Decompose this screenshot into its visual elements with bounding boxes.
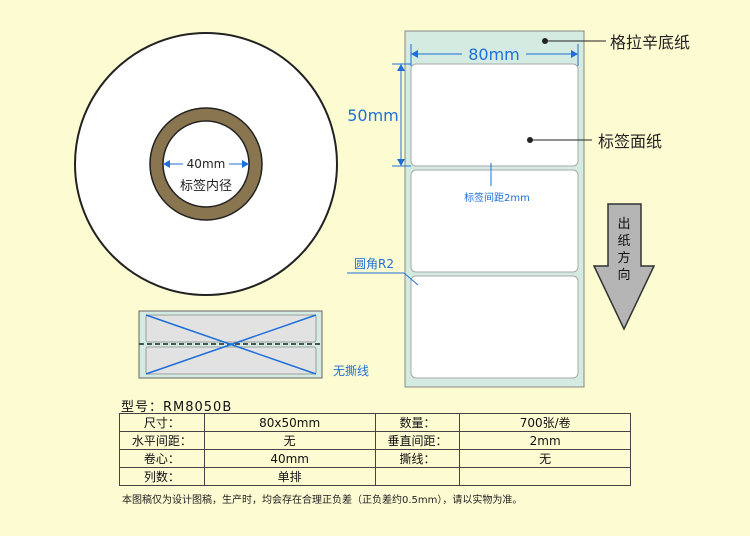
- spec-key: 尺寸：: [119, 413, 205, 432]
- table-row: 尺寸： 80x50mm 数量： 700张/卷: [119, 413, 631, 432]
- paper-direction-arrow: 出 纸 方 向: [592, 203, 656, 331]
- width-label-bg: [462, 44, 526, 63]
- direction-char-4: 向: [617, 267, 630, 283]
- spec-value: 700张/卷: [459, 413, 631, 432]
- height-arrow-bottom: [397, 159, 405, 166]
- width-text: 80mm: [468, 45, 520, 64]
- core-label-bg: [183, 157, 229, 171]
- sample-label-top: [145, 314, 317, 343]
- label-strip: 80mm 50mm 标签间距2mm 圆角R2 格拉辛底纸 标签面纸: [347, 30, 690, 388]
- spec-key: 撕线：: [374, 449, 461, 468]
- spec-key: 列数：: [119, 467, 205, 486]
- label-gap-text: 标签间距2mm: [464, 191, 530, 204]
- spec-key: 数量：: [374, 413, 461, 432]
- core-size-text: 40mm: [187, 157, 226, 171]
- label-3: [410, 275, 579, 379]
- no-tear-line-sample: 无撕线: [138, 310, 369, 379]
- table-row: 卷心： 40mm 撕线： 无: [119, 449, 631, 468]
- spec-value: 无: [203, 431, 376, 450]
- spec-value: 2mm: [459, 431, 631, 450]
- spec-key: 卷心：: [119, 449, 205, 468]
- model-number: 型号：RM8050B: [121, 400, 233, 415]
- spec-value: 80x50mm: [203, 413, 376, 432]
- label-roll: 40mm 标签内径: [74, 32, 338, 296]
- label-1: [410, 63, 579, 167]
- core-arrow-left: [163, 160, 170, 168]
- height-arrow-top: [397, 64, 405, 71]
- spec-value: 单排: [203, 467, 376, 486]
- spec-key: 水平间距：: [119, 431, 205, 450]
- label-face-text: 标签面纸: [598, 132, 662, 151]
- width-arrow-left: [411, 50, 418, 58]
- core-caption-text: 标签内径: [180, 178, 232, 194]
- backing-paper-text: 格拉辛底纸: [610, 33, 690, 52]
- direction-char-2: 纸: [617, 234, 630, 249]
- direction-arrow-shape: [592, 203, 656, 331]
- spec-table: 尺寸： 80x50mm 数量： 700张/卷 水平间距： 无 垂直间距： 2mm…: [119, 413, 631, 486]
- corner-radius-text: 圆角R2: [354, 257, 394, 271]
- corner-leader-d: [403, 272, 419, 286]
- sample-label-bottom: [145, 346, 317, 375]
- table-row: 水平间距： 无 垂直间距： 2mm: [119, 431, 631, 450]
- direction-char-3: 方: [617, 250, 630, 266]
- height-text: 50mm: [347, 106, 399, 125]
- label-2: [410, 169, 579, 273]
- cross-line-b: [145, 314, 317, 375]
- spec-key: 垂直间距：: [374, 431, 461, 450]
- width-arrow-right: [571, 50, 578, 58]
- spec-value: 40mm: [203, 449, 376, 468]
- spec-key: [374, 467, 461, 486]
- disclaimer-note: 本图稿仅为设计图稿，生产时，均会存在合理正负差（正负差约0.5mm），请以实物为…: [122, 495, 523, 506]
- table-row: 列数： 单排: [119, 467, 631, 486]
- spec-value: 无: [459, 449, 631, 468]
- core-arrow-right: [242, 160, 249, 168]
- direction-char-1: 出: [617, 217, 630, 232]
- no-tear-line-text: 无撕线: [333, 364, 369, 378]
- spec-value: [459, 467, 631, 486]
